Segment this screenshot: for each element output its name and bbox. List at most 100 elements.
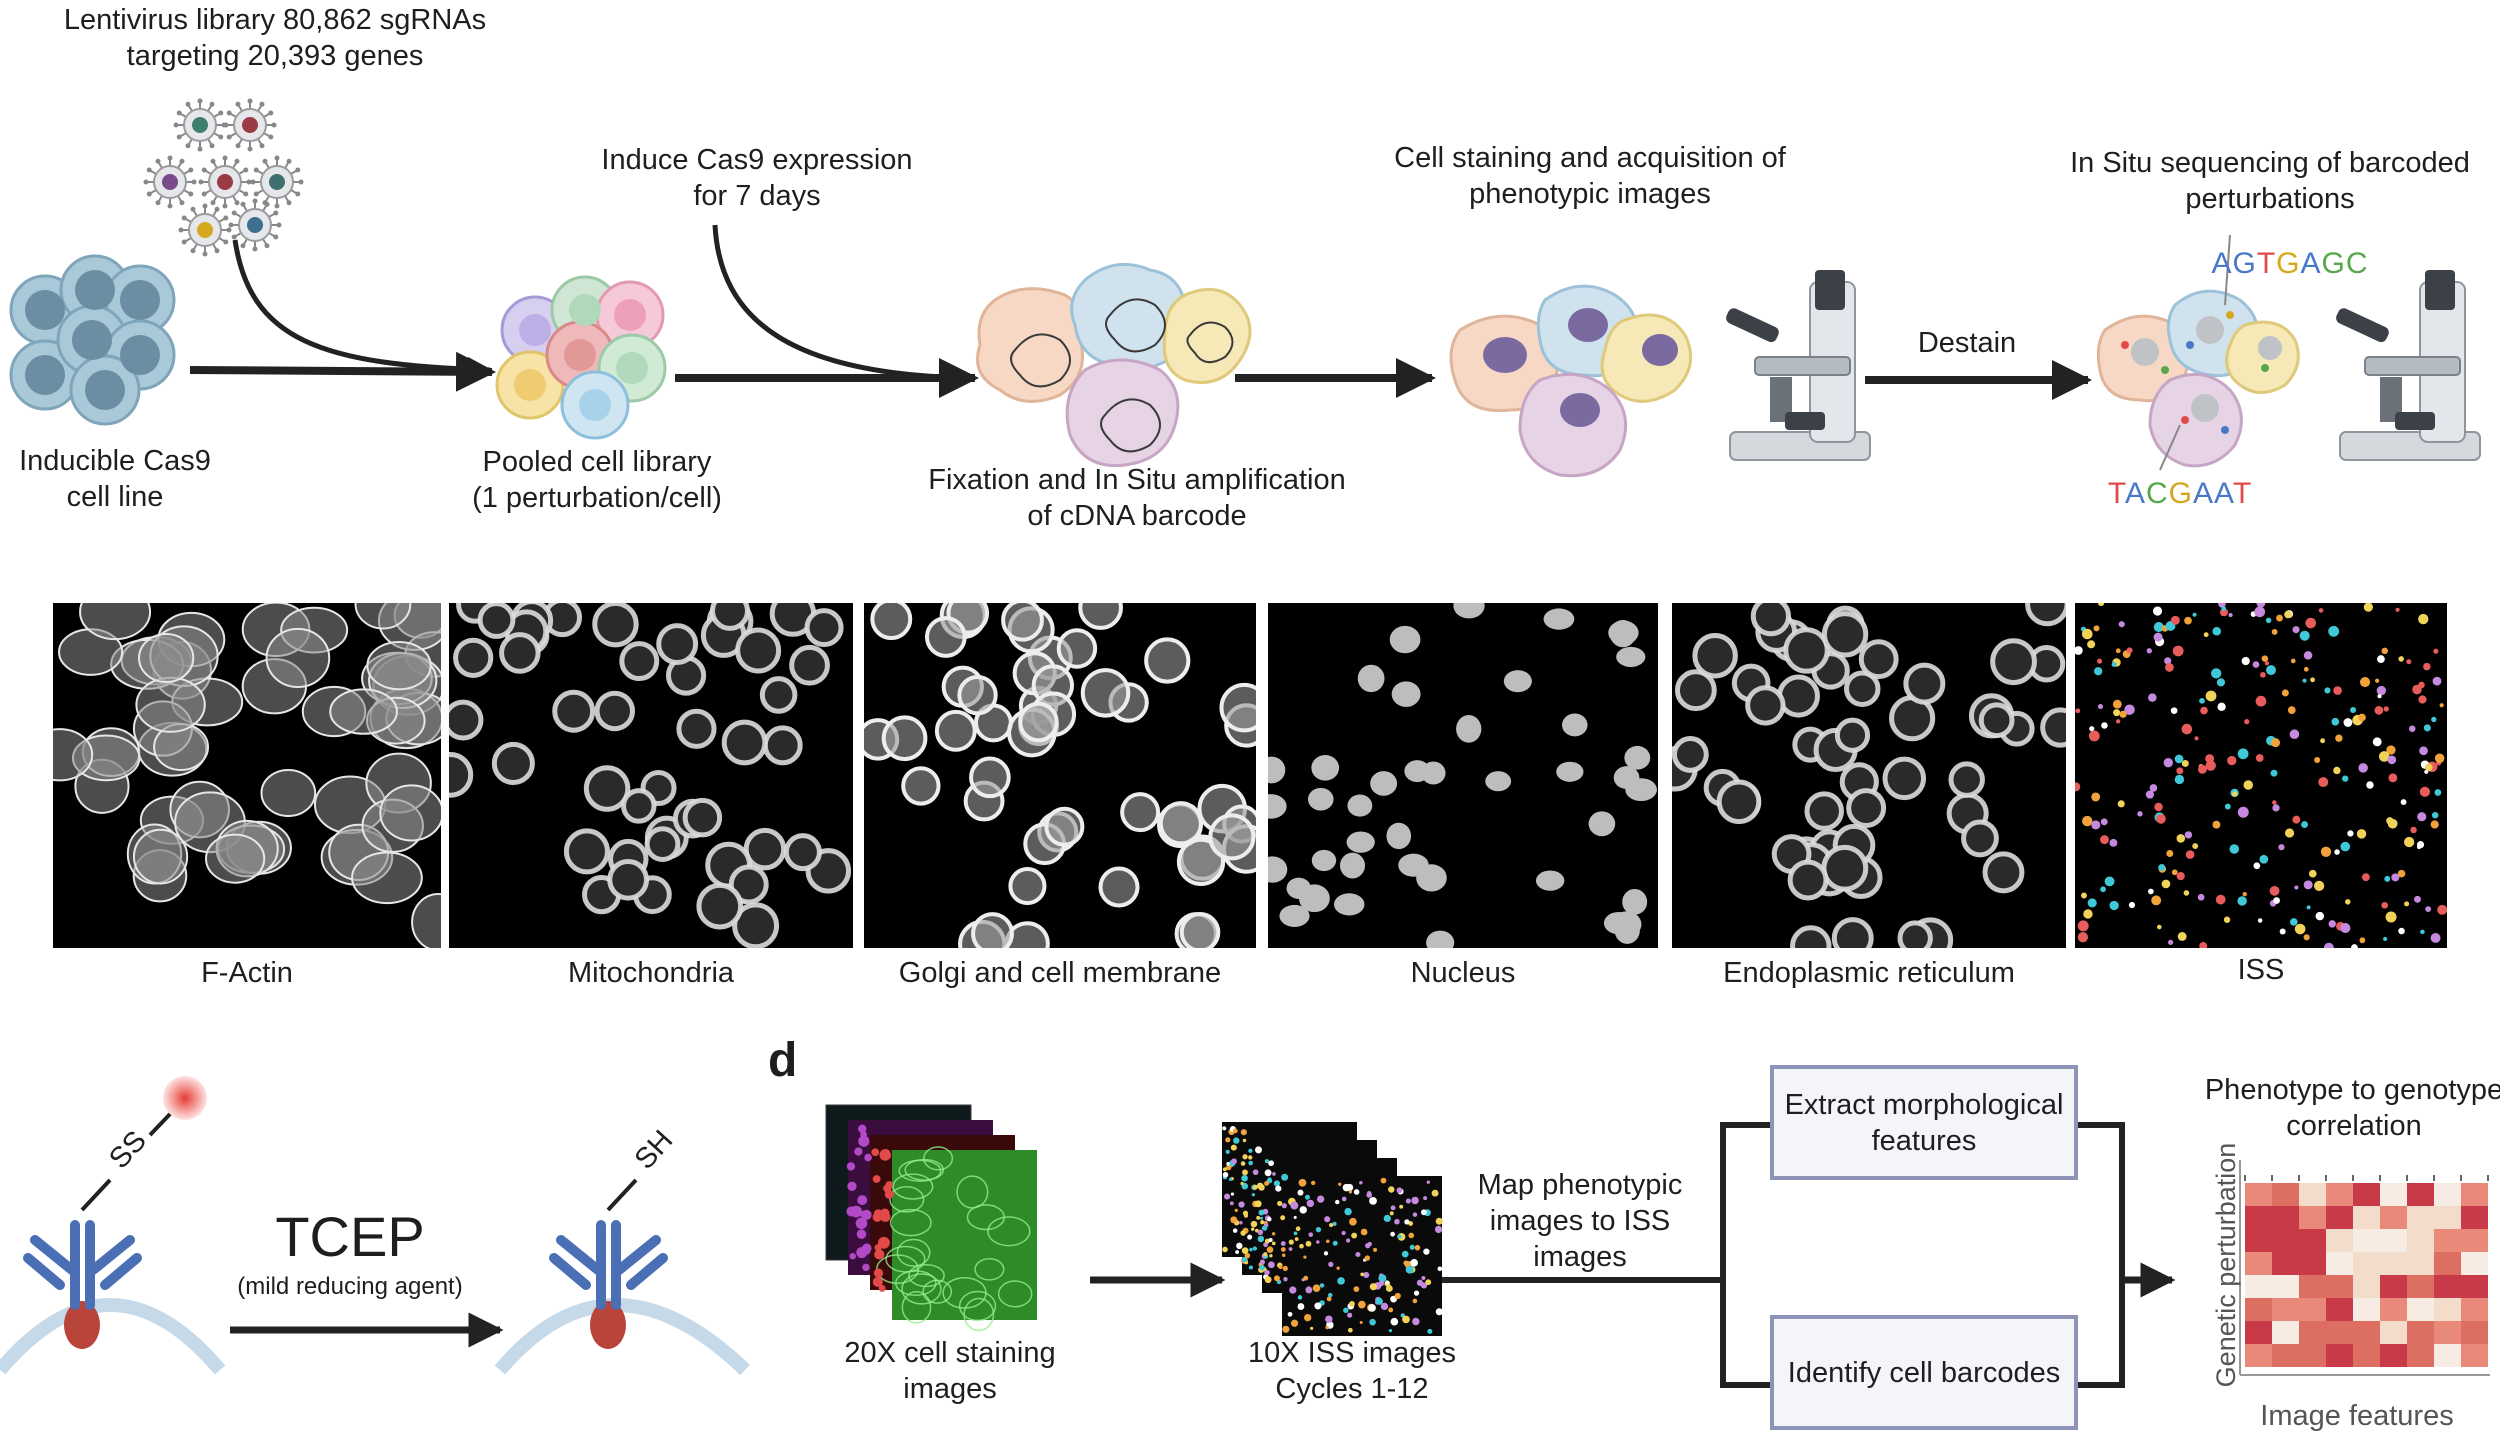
barcode-base: G — [2232, 247, 2257, 280]
staining-image-stack — [825, 1104, 1037, 1332]
heatmap-cell — [2461, 1275, 2488, 1298]
virus-icon — [228, 198, 282, 252]
heatmap-cell — [2380, 1206, 2407, 1229]
heatmap-cell — [2245, 1344, 2272, 1367]
micrograph-nucleus — [1268, 603, 1658, 948]
heatmap-cell — [2326, 1344, 2353, 1367]
heatmap-cell — [2434, 1344, 2461, 1367]
heatmap-cell — [2353, 1229, 2380, 1252]
heatmap-cell — [2272, 1252, 2299, 1275]
micrograph-actin — [53, 603, 441, 948]
heatmap-cell — [2245, 1183, 2272, 1206]
antigen-right — [590, 1301, 626, 1349]
tcep-note: (mild reducing agent) — [237, 1273, 463, 1300]
barcode-base: A — [2124, 477, 2146, 510]
induce-curved-arrow — [712, 224, 975, 391]
heatmap-cell — [2353, 1206, 2380, 1229]
heatmap-ylabel: Genetic perturbation — [2211, 1143, 2241, 1388]
barcode-base: A — [2193, 477, 2215, 510]
micrograph-blob — [864, 603, 1256, 948]
heatmap-cell — [2272, 1206, 2299, 1229]
iss-image-stack — [1222, 1122, 1443, 1336]
heatmap-cell — [2434, 1321, 2461, 1344]
heatmap-cell — [2353, 1344, 2380, 1367]
heatmap-cell — [2407, 1206, 2434, 1229]
micrograph-iss — [2075, 603, 2447, 948]
heatmap-cell — [2407, 1183, 2434, 1206]
heatmap-cell — [2407, 1229, 2434, 1252]
virus-icon — [223, 98, 277, 152]
heatmap-cell — [2272, 1344, 2299, 1367]
heatmap-cell — [2407, 1298, 2434, 1321]
heatmap-cell — [2353, 1298, 2380, 1321]
heatmap-cell — [2407, 1344, 2434, 1367]
antibody-reduction — [0, 1076, 750, 1376]
lentivirus-particles — [143, 98, 304, 257]
heatmap-cell — [2461, 1206, 2488, 1229]
heatmap-cell — [2245, 1275, 2272, 1298]
heatmap-cell — [2461, 1252, 2488, 1275]
microscope-icon — [2336, 270, 2481, 461]
barcode-base: C — [2145, 477, 2169, 510]
heatmap-cell — [2272, 1321, 2299, 1344]
heatmap-cell — [2245, 1321, 2272, 1344]
barcode-base: T — [2107, 477, 2125, 510]
antibody-right-icon — [549, 1220, 668, 1310]
heatmap-cell — [2326, 1229, 2353, 1252]
heatmap-cell — [2353, 1321, 2380, 1344]
heatmap-cell — [2434, 1298, 2461, 1321]
heatmap-cell — [2299, 1321, 2326, 1344]
virus-icon — [143, 155, 197, 209]
heatmap-cell — [2380, 1275, 2407, 1298]
barcode-base: T — [2256, 247, 2277, 280]
heatmap-cell — [2434, 1206, 2461, 1229]
barcode-base: A — [2300, 247, 2322, 280]
heatmap-cell — [2272, 1298, 2299, 1321]
heatmap-cell — [2461, 1321, 2488, 1344]
heatmap-cell — [2380, 1229, 2407, 1252]
heatmap-cell — [2380, 1321, 2407, 1344]
heatmap-cell — [2299, 1252, 2326, 1275]
heatmap-cell — [2353, 1275, 2380, 1298]
heatmap-cell — [2407, 1252, 2434, 1275]
cargo-glow — [163, 1076, 207, 1120]
barcode-sequence-top: AGTGAGC — [2211, 247, 2368, 281]
cas9-cell-cluster — [9, 254, 176, 426]
heatmap-cell — [2272, 1183, 2299, 1206]
barcode-base: A — [2211, 247, 2233, 280]
heatmap-cell — [2380, 1298, 2407, 1321]
bracket-left — [1720, 1122, 1770, 1388]
heatmap-cell — [2434, 1275, 2461, 1298]
iss-cells — [2096, 234, 2300, 471]
micrograph-label: ISS — [2237, 954, 2285, 986]
heatmap-cell — [2326, 1252, 2353, 1275]
heatmap-cell — [2245, 1206, 2272, 1229]
heatmap-cell — [2299, 1183, 2326, 1206]
heatmap-cell — [2326, 1183, 2353, 1206]
heatmap-xlabel: Image features — [2260, 1400, 2454, 1432]
heatmap-cell — [2380, 1252, 2407, 1275]
stained-cells — [1449, 284, 1693, 478]
heatmap-cell — [2299, 1298, 2326, 1321]
heatmap-cell — [2245, 1298, 2272, 1321]
micrograph-label: F-Actin — [201, 957, 293, 989]
heatmap-cell — [2326, 1206, 2353, 1229]
heatmap-cell — [2434, 1252, 2461, 1275]
barcode-sequence-bottom: TACGAAT — [2108, 477, 2252, 511]
heatmap-cell — [2299, 1206, 2326, 1229]
microscope-icon — [1726, 270, 1871, 461]
heatmap-cell — [2407, 1321, 2434, 1344]
heatmap-cell — [2353, 1183, 2380, 1206]
heatmap-cell — [2461, 1298, 2488, 1321]
